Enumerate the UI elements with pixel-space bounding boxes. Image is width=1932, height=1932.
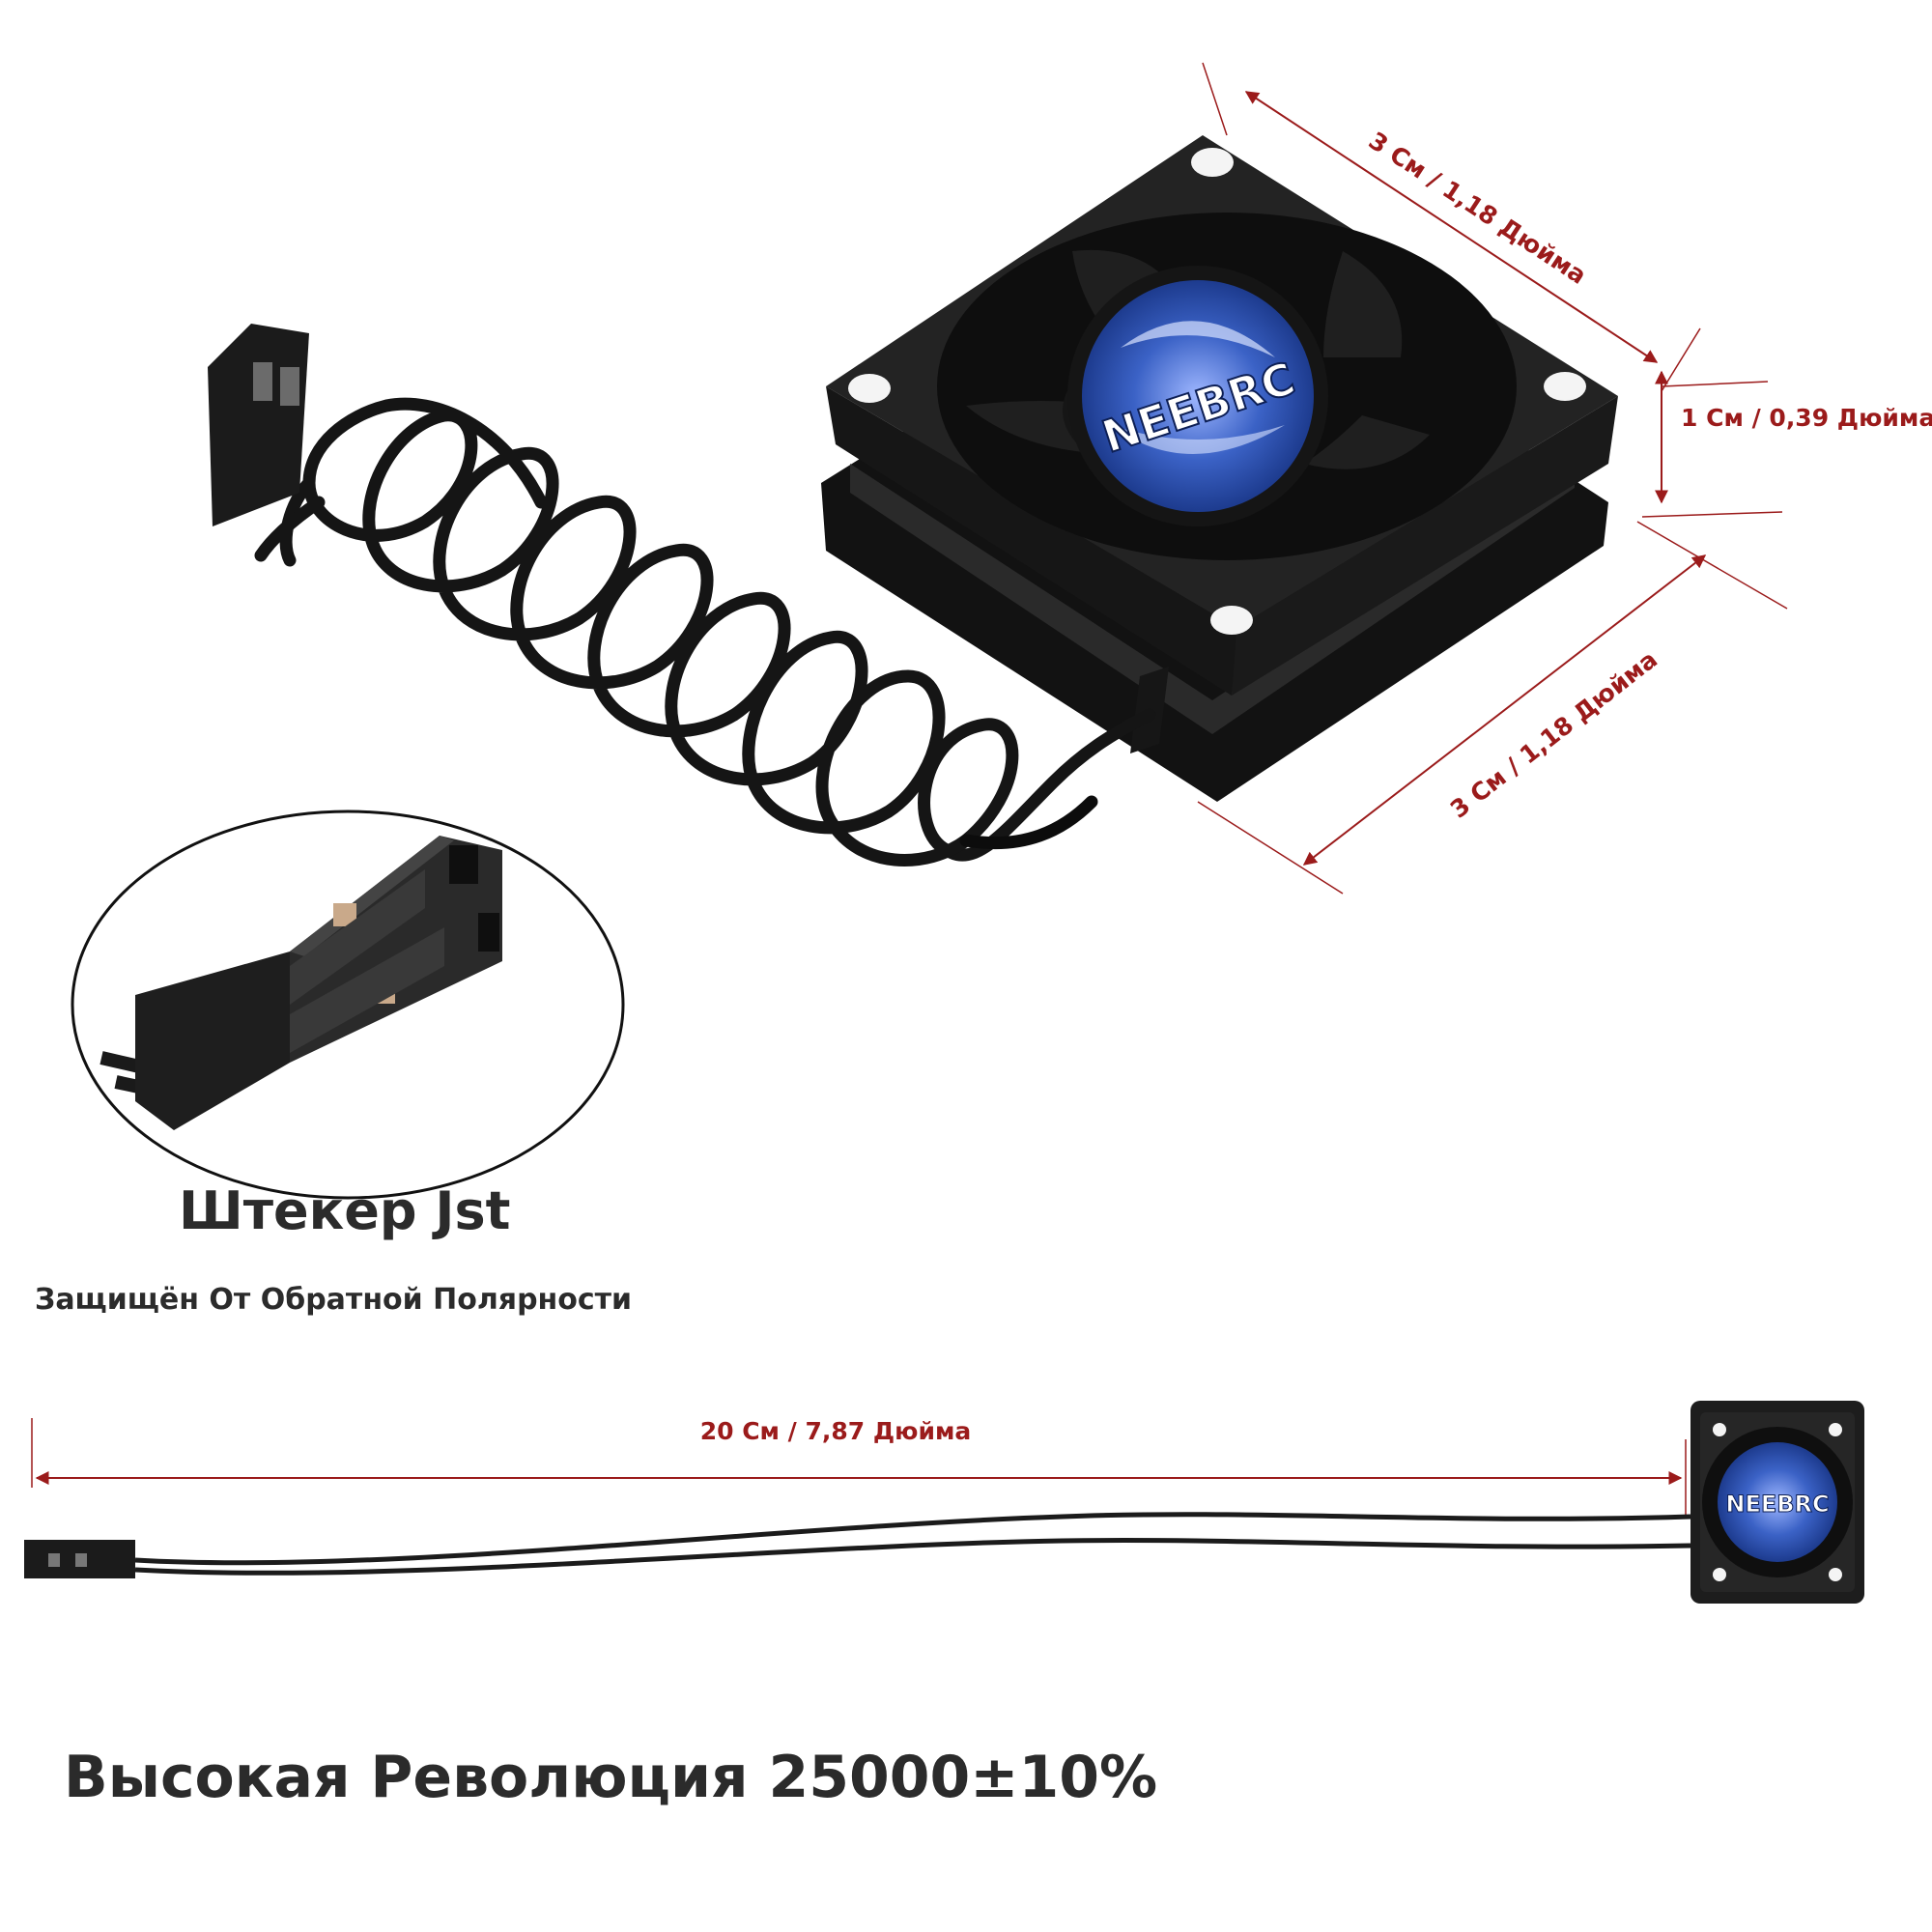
- jst-plug: [208, 324, 309, 526]
- rpm-spec-text: Высокая Революция 25000±10%: [64, 1744, 1158, 1811]
- connector-closeup: [71, 810, 625, 1200]
- cable-straight: [134, 1512, 1691, 1576]
- fan-logo-badge-small: [1718, 1442, 1837, 1562]
- dimension-thickness-label: 1 См / 0,39 Дюйма: [1681, 404, 1932, 432]
- fan-logo-text-small: NEEBRC: [1725, 1491, 1829, 1518]
- connector-title: Штекер Jst: [179, 1180, 511, 1241]
- jst-plug-small: [24, 1540, 135, 1578]
- coiled-cable: [254, 397, 1156, 867]
- dimension-thickness: 1 См / 0,39 Дюйма: [1641, 370, 1932, 518]
- connector-subtitle: Защищён От Обратной Полярности: [35, 1283, 633, 1317]
- cooling-fan-small: NEEBRC: [1690, 1401, 1864, 1604]
- dimension-cable-length-label: 20 См / 7,87 Дюйма: [700, 1417, 972, 1445]
- dimension-cable-length: 20 См / 7,87 Дюйма: [31, 1417, 1687, 1517]
